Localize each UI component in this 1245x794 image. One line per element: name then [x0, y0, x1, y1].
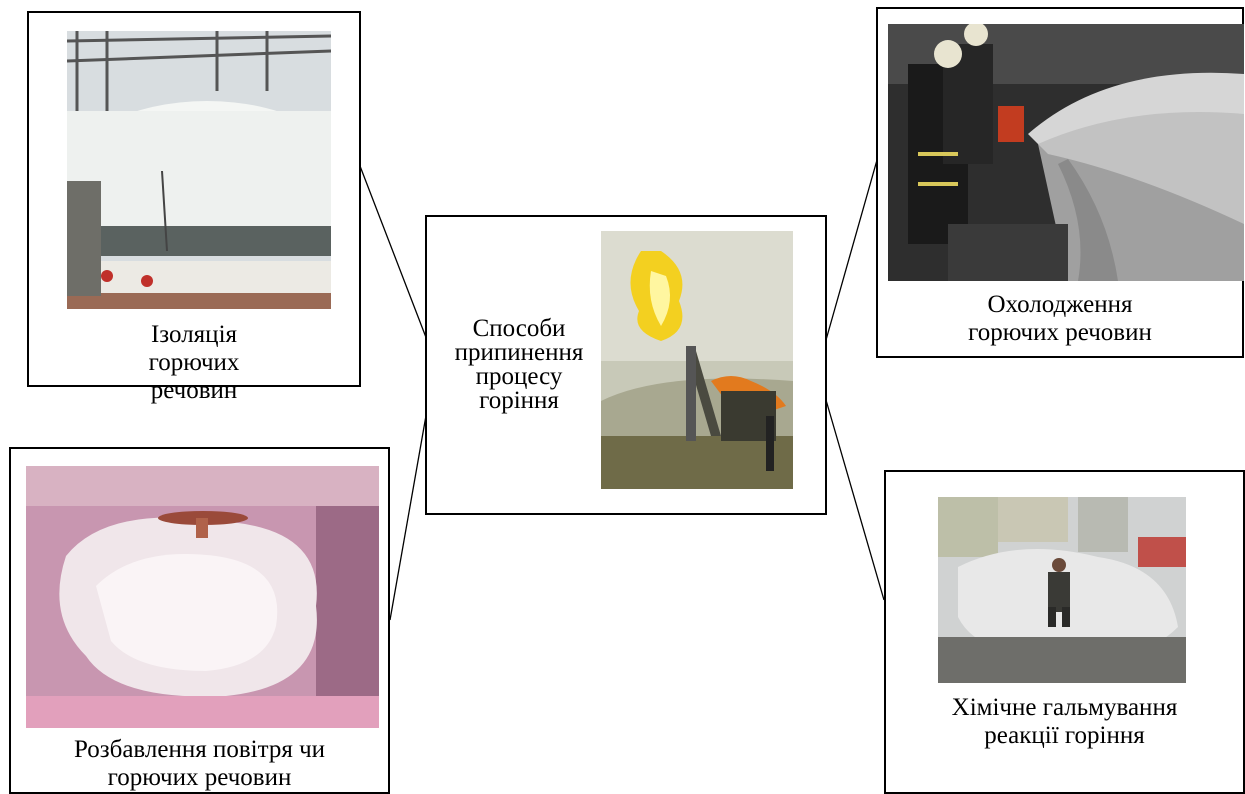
- connector-cooling: [825, 159, 878, 341]
- isolation-node: Ізоляція горючих речовин: [27, 11, 361, 404]
- foam-covered-tank-photo: [67, 31, 331, 309]
- firefighters-hose-photo: [888, 24, 1244, 281]
- chemical-node: Хімічне гальмування реакції горіння: [884, 470, 1245, 794]
- connector-chemical: [825, 399, 885, 601]
- connector-isolation: [359, 165, 428, 341]
- dilution-node: Розбавлення повітря чи горючих речовин: [9, 447, 390, 794]
- burning-gas-well-photo: [601, 231, 793, 489]
- center-node: Способи припинення процесу горіння: [425, 215, 827, 515]
- center-title: Способи припинення процесу горіння: [454, 315, 584, 414]
- extinguishing-powder-photo: [938, 497, 1186, 683]
- connector-dilution: [389, 409, 428, 621]
- isolation-caption: Ізоляція горючих речовин: [148, 321, 240, 404]
- cooling-node: Охолодження горючих речовин: [876, 7, 1244, 358]
- air-dilution-photo: [26, 466, 379, 728]
- dilution-caption: Розбавлення повітря чи горючих речовин: [73, 736, 326, 791]
- chemical-caption: Хімічне гальмування реакції горіння: [951, 694, 1178, 749]
- cooling-caption: Охолодження горючих речовин: [968, 291, 1152, 346]
